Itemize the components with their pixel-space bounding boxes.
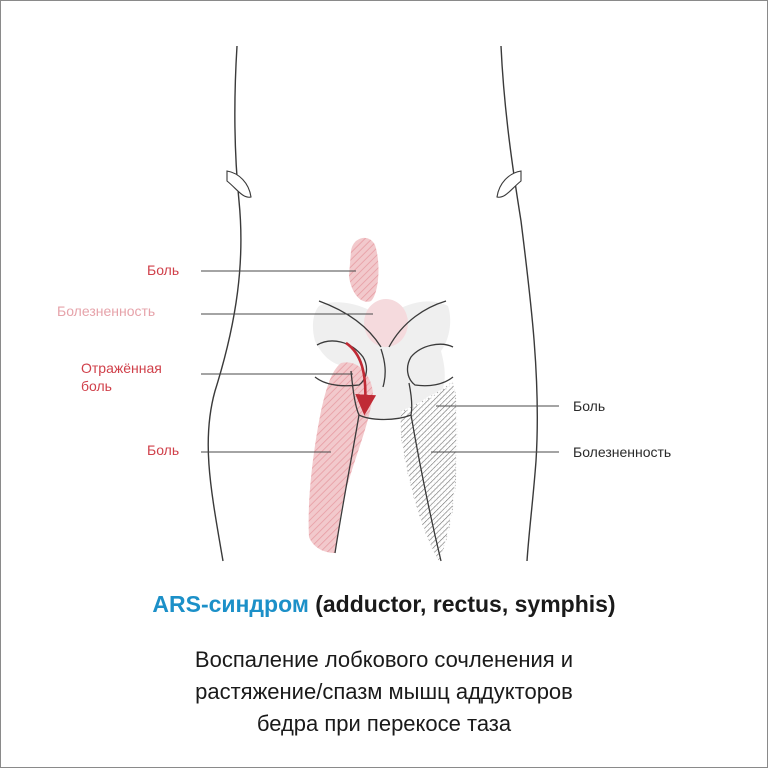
pelvic-contour-left	[318, 300, 382, 348]
label-left-pain-top: Боль	[147, 262, 180, 278]
symphysis	[380, 348, 386, 388]
inner-thigh-right	[410, 414, 442, 562]
pelvis-region	[312, 301, 451, 419]
title-accent: ARS-синдром	[152, 591, 309, 617]
referred-pain-arrow	[345, 341, 377, 416]
description-line-3: бедра при перекосе таза	[256, 711, 512, 736]
body-outline-left	[207, 45, 242, 562]
description-line-1: Воспаление лобкового сочленения и	[194, 647, 574, 672]
label-left-pain-bottom: Боль	[147, 442, 180, 458]
label-left-tenderness: Болезненность	[57, 303, 156, 319]
label-right-tenderness: Болезненность	[573, 444, 672, 460]
label-referred-pain-line2: боль	[81, 378, 112, 394]
title-rest: (adductor, rectus, symphis)	[308, 591, 616, 617]
tenderness-area-left	[364, 299, 408, 347]
label-referred-pain-line1: Отражённая	[81, 360, 162, 376]
pain-area-thigh-left	[308, 362, 373, 553]
inner-thigh-left	[334, 414, 360, 554]
diagram-title: ARS-синдром (adductor, rectus, symphis)	[1, 591, 767, 618]
pain-area-thigh-right	[400, 383, 457, 561]
pubic-arch-left	[314, 340, 368, 387]
label-right-pain: Боль	[573, 398, 606, 414]
description-line-2: растяжение/спазм мышц аддукторов	[195, 679, 573, 704]
left-arm-gap	[226, 170, 252, 198]
groin-left	[350, 370, 413, 421]
body-outline-right	[500, 45, 539, 562]
pubic-arch-right	[406, 343, 454, 387]
pain-area-top	[349, 237, 379, 302]
right-arm-gap	[496, 170, 522, 198]
pelvic-contour-right	[388, 300, 447, 348]
